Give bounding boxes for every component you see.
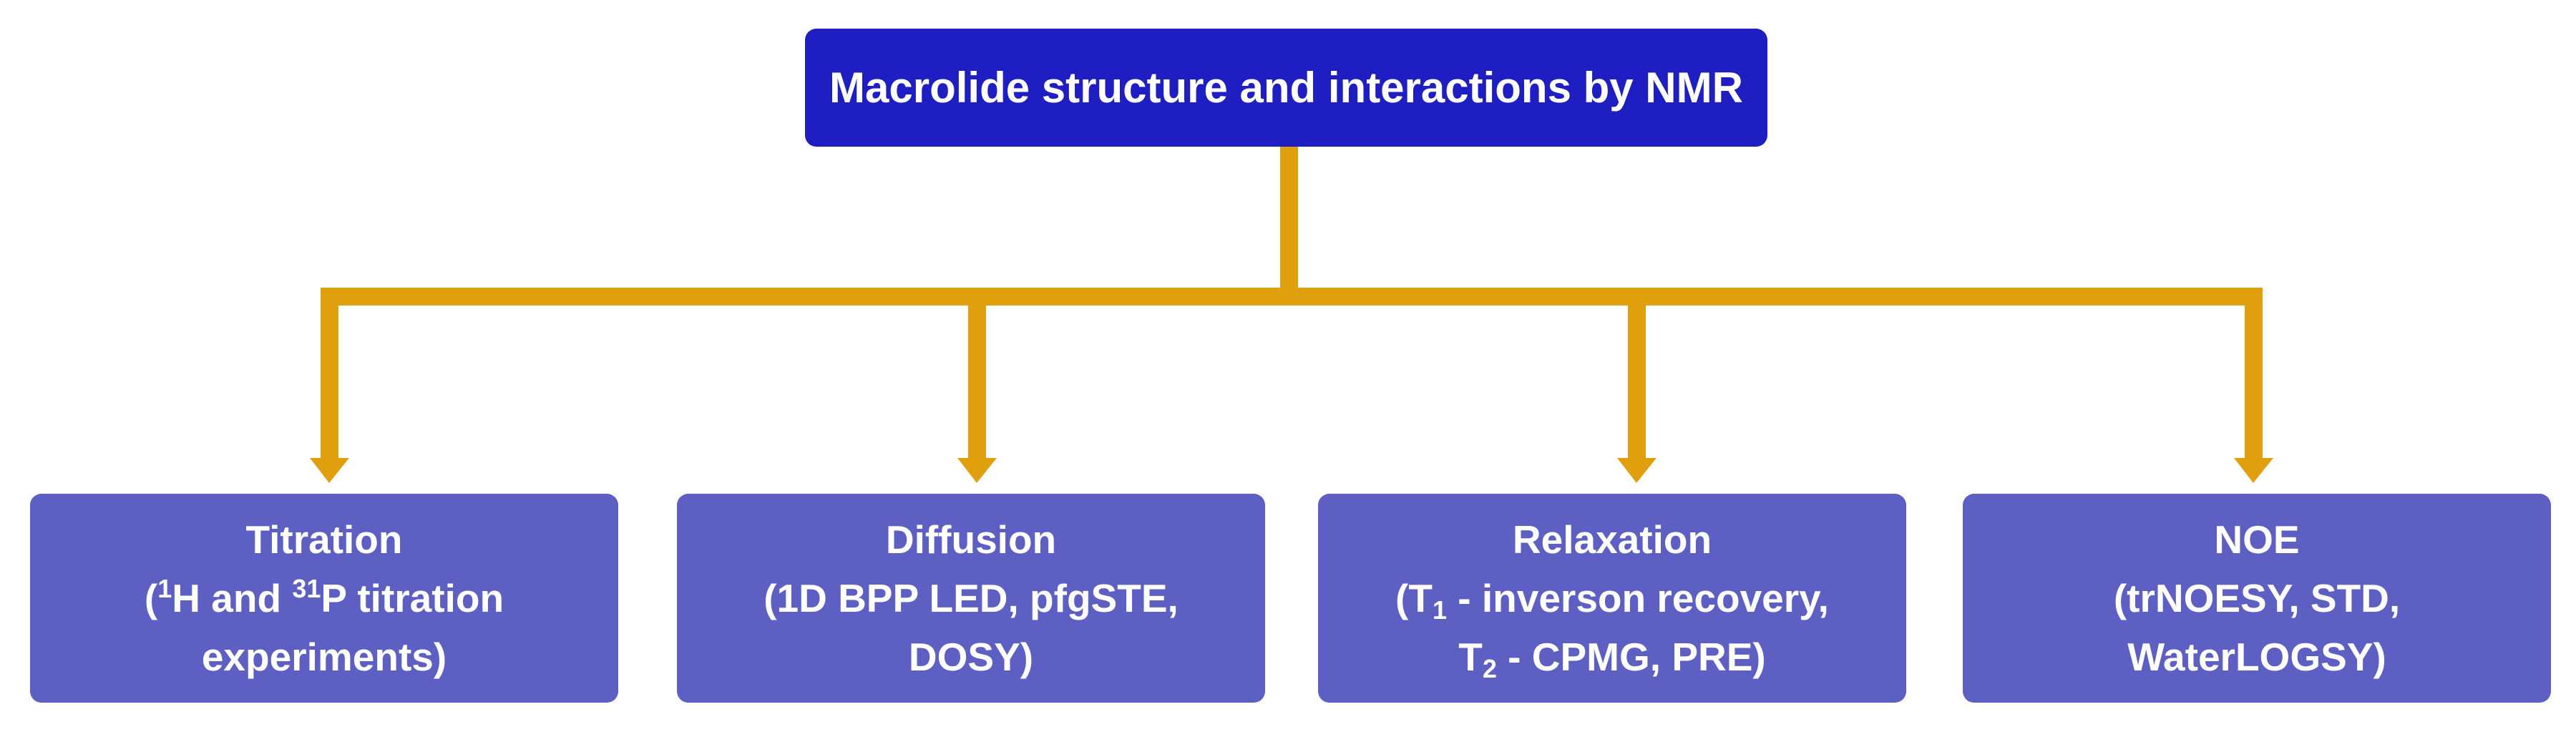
stem-titration: [321, 296, 338, 461]
method-detail: (1H and 31P titration: [144, 574, 504, 621]
root-label: Macrolide structure and interactions by …: [829, 64, 1743, 112]
branch-bar: [321, 288, 2263, 306]
method-detail: experiments): [201, 635, 447, 679]
arrowhead-relaxation: [1617, 458, 1657, 483]
trunk-line: [1280, 147, 1298, 297]
root-node: Macrolide structure and interactions by …: [805, 29, 1767, 147]
method-detail: T2 - CPMG, PRE): [1458, 635, 1766, 683]
method-detail: (1D BPP LED, pfgSTE,: [763, 576, 1179, 620]
arrowhead-diffusion: [957, 458, 997, 483]
method-detail: DOSY): [908, 635, 1034, 679]
method-detail: (T1 - inverson recovery,: [1395, 576, 1829, 625]
method-title: Titration: [245, 517, 403, 562]
method-node-relaxation: Relaxation (T1 - inverson recovery, T2 -…: [1318, 494, 1906, 703]
method-detail: WaterLOGSY): [2127, 635, 2386, 679]
method-detail: (trNOESY, STD,: [2113, 576, 2401, 620]
method-node-titration: Titration (1H and 31P titration experime…: [30, 494, 618, 703]
method-node-noe: NOE (trNOESY, STD, WaterLOGSY): [1963, 494, 2551, 703]
method-node-diffusion: Diffusion (1D BPP LED, pfgSTE, DOSY): [677, 494, 1265, 703]
method-title: Diffusion: [885, 517, 1057, 562]
arrowhead-noe: [2234, 458, 2273, 483]
stem-diffusion: [968, 296, 986, 461]
arrowhead-titration: [310, 458, 349, 483]
method-title: NOE: [2214, 517, 2300, 562]
stem-noe: [2245, 296, 2263, 461]
method-title: Relaxation: [1512, 517, 1712, 562]
stem-relaxation: [1628, 296, 1646, 461]
